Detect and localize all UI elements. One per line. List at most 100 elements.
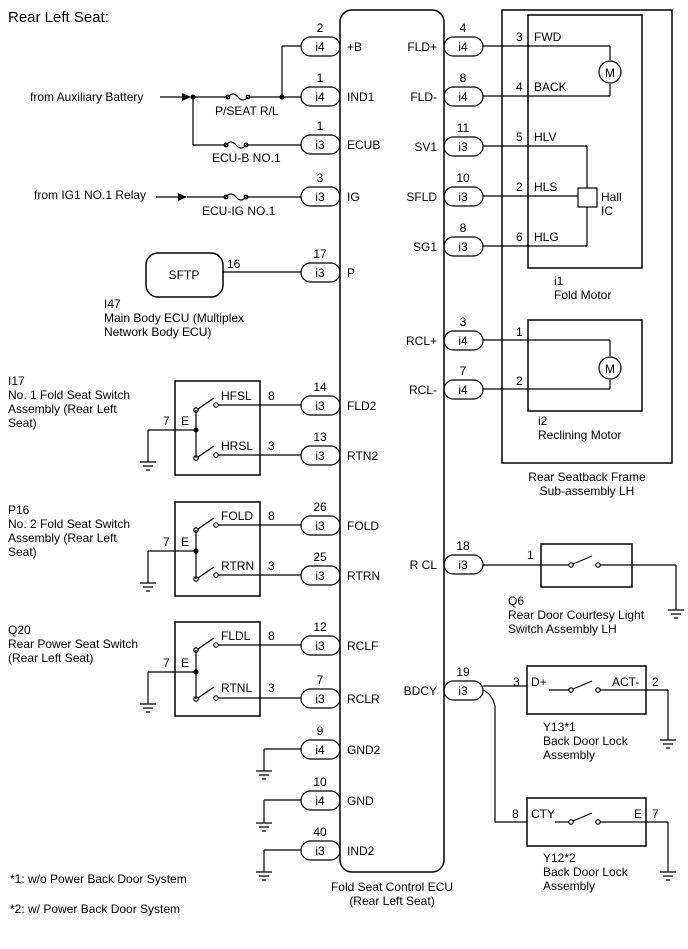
connector-label: i3 <box>315 399 325 413</box>
ground-icon <box>256 871 272 881</box>
lock-code: Y12*2 <box>543 851 576 865</box>
fold-motor-pin-label: BACK <box>534 80 567 94</box>
fold-motor-pin: 6 <box>516 230 523 244</box>
contact-label: FOLD <box>221 509 253 523</box>
contact-pin: 8 <box>268 629 275 643</box>
footnote-1: *1: w/o Power Back Door System <box>10 872 187 886</box>
courtesy-name: Rear Door Courtesy Light <box>508 608 645 622</box>
fold-motor-pin-label: HLV <box>534 130 556 144</box>
ecu-right-pin: i4 3 RCL+ <box>406 315 484 351</box>
reclining-motor-name: Reclining Motor <box>538 428 621 442</box>
ecu-left-pin: i3 13 RTN2 <box>300 430 378 466</box>
fold-motor-pin: 2 <box>516 180 523 194</box>
contact-pin: 3 <box>268 559 275 573</box>
connector-label: i3 <box>315 190 325 204</box>
pin-number: 10 <box>313 775 327 789</box>
motor-symbol: M <box>605 362 615 376</box>
switch-name: Rear Power Seat Switch <box>8 637 138 651</box>
pin-label: IG <box>347 190 360 204</box>
fold-motor-pin: 3 <box>516 30 523 44</box>
pin-number: 12 <box>313 620 327 634</box>
ecu-left-pin: i4 9 GND2 <box>300 724 381 760</box>
pin-label: SV1 <box>414 140 437 154</box>
ground-icon <box>256 822 272 832</box>
ecu-left-pin: i3 17 P <box>300 247 355 283</box>
ground-pin: 7 <box>163 414 170 428</box>
fold-motor-code: i1 <box>554 274 564 288</box>
connector-label: i3 <box>315 692 325 706</box>
pin-label: GND2 <box>347 743 381 757</box>
pin-label: FOLD <box>347 519 379 533</box>
pin-number: 18 <box>456 539 470 553</box>
hall-ic-label: Hall <box>601 190 622 204</box>
pin-number: 26 <box>313 500 327 514</box>
connector-label: i3 <box>458 558 468 572</box>
ecu-right-pin: i3 10 SFLD <box>406 171 484 207</box>
ground-icon <box>140 703 156 713</box>
fold-motor-pin-label: HLS <box>534 180 557 194</box>
ecu-left-pin: i3 1 ECUB <box>300 119 380 155</box>
pin-number: 1 <box>317 119 324 133</box>
connector-label: i4 <box>315 743 325 757</box>
pin-label: FLD- <box>410 90 437 104</box>
lock-right-label: ACT- <box>612 675 639 689</box>
pin-number: 8 <box>460 71 467 85</box>
pin-number: 14 <box>313 380 327 394</box>
connector-label: i3 <box>315 266 325 280</box>
connector-label: i4 <box>458 90 468 104</box>
lock-name-sub: Assembly <box>543 748 595 762</box>
ecu-ground-wiring <box>256 748 301 881</box>
pin-number: 7 <box>317 673 324 687</box>
fold-motor-box <box>527 14 643 269</box>
pin-label: IND2 <box>347 844 375 858</box>
pin-label: RCL- <box>409 383 437 397</box>
pin-number: 9 <box>317 724 324 738</box>
pin-number: 19 <box>456 665 470 679</box>
ground-pin: 7 <box>163 656 170 670</box>
ground-icon <box>256 770 272 780</box>
connector-label: i4 <box>315 794 325 808</box>
reclining-motor-code: i2 <box>538 414 548 428</box>
reclining-motor-pin: 1 <box>516 325 523 339</box>
main-body-ecu-code: I47 <box>104 297 121 311</box>
back-door-lock-y12: 8 CTY E 7 Y12*2 Back Door Lock Assembly <box>512 797 676 893</box>
lock-name: Back Door Lock <box>543 734 629 748</box>
contact-label: HRSL <box>221 439 253 453</box>
fold-seat-control-ecu-box <box>339 9 445 873</box>
connector-label: i4 <box>458 40 468 54</box>
fold-seat-switch-no1: I17 No. 1 Fold Seat Switch Assembly (Rea… <box>8 374 301 476</box>
connector-label: i3 <box>315 639 325 653</box>
connector-label: i4 <box>315 40 325 54</box>
ecu-left-pin: i3 12 RCLF <box>300 620 378 656</box>
lock-right-pin: 7 <box>652 807 659 821</box>
ecu-name: Fold Seat Control ECU <box>331 880 453 894</box>
connector-label: i3 <box>458 684 468 698</box>
fold-motor-pin-label: FWD <box>534 30 562 44</box>
rear-seatback-frame: Rear Seatback Frame Sub-assembly LH i1 F… <box>483 9 673 498</box>
lock-name-sub: Assembly <box>543 879 595 893</box>
ecu-right-pin: i4 4 FLD+ <box>407 21 484 57</box>
pin-number: 7 <box>460 364 467 378</box>
connector-label: i3 <box>315 449 325 463</box>
connector-label: i4 <box>458 334 468 348</box>
ground-icon <box>140 582 156 592</box>
courtesy-light-switch: 1 Q6 Rear Door Courtesy Light Switch Ass… <box>483 543 684 636</box>
ecu-left-pin: i3 3 IG <box>300 171 360 207</box>
pin-number: 2 <box>317 21 324 35</box>
reclining-motor-pin: 2 <box>516 374 523 388</box>
lock-left-label: D+ <box>531 675 547 689</box>
switch-name: Seat) <box>8 545 37 559</box>
connector-label: i3 <box>458 140 468 154</box>
pin-label: FLD+ <box>407 40 437 54</box>
sftp-terminal: SFTP <box>169 268 200 282</box>
fold-seat-switch-no2: P16 No. 2 Fold Seat Switch Assembly (Rea… <box>8 501 301 597</box>
ig1-relay-label: from IG1 NO.1 Relay <box>34 188 146 202</box>
pin-label: RTRN <box>347 569 380 583</box>
e-label: E <box>181 414 189 428</box>
connector-label: i3 <box>315 844 325 858</box>
ecu-right-pin: i4 8 FLD- <box>410 71 484 107</box>
power-supply-section: from Auxiliary Battery P/SEAT R/L ECU-B … <box>30 45 301 218</box>
ground-icon <box>660 871 676 881</box>
diagram-title: Rear Left Seat: <box>8 9 109 26</box>
contact-label: HFSL <box>221 389 252 403</box>
